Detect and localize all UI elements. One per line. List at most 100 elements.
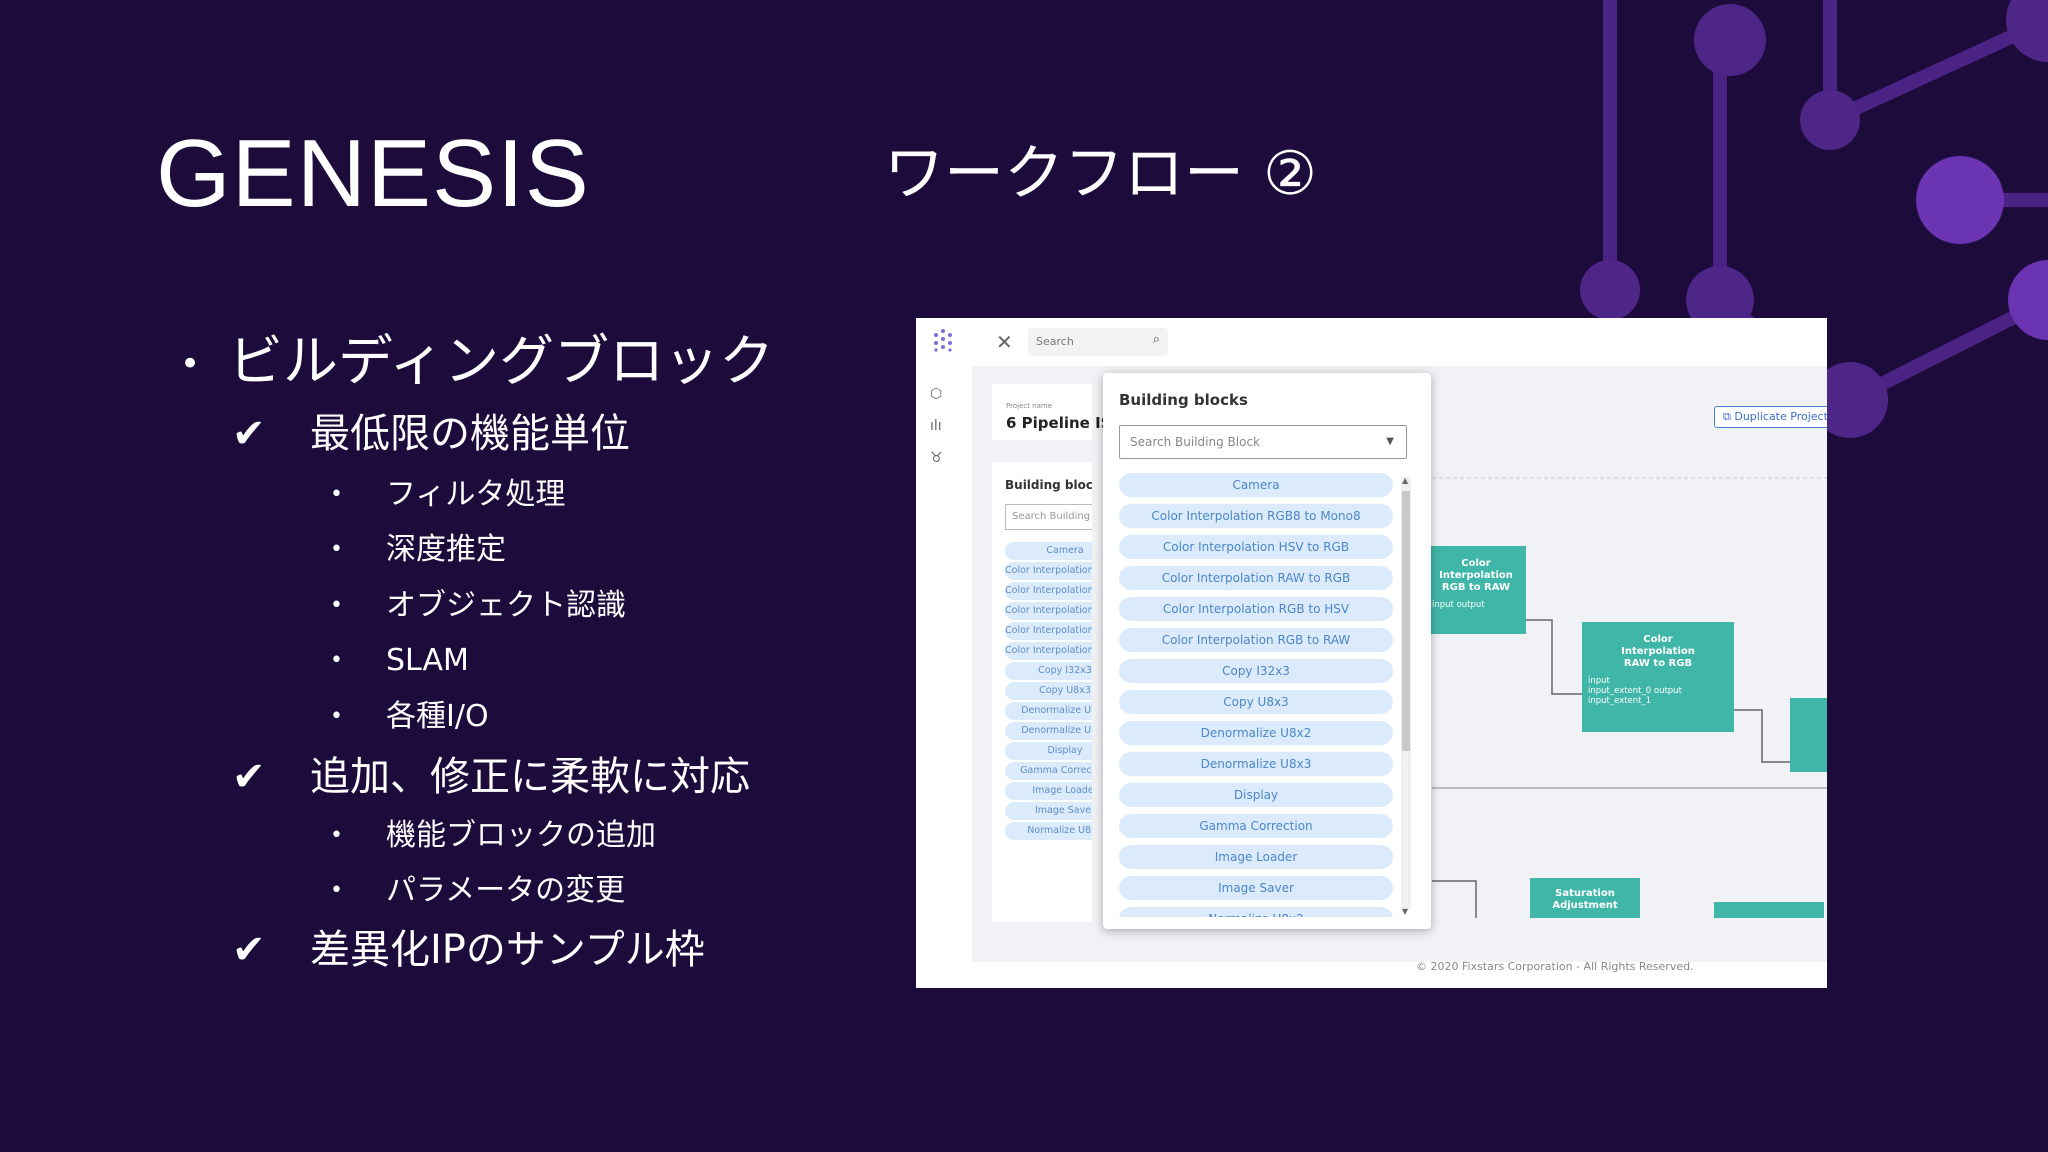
pipeline-connections [1432,477,1827,918]
block-item[interactable]: Color Interpolation HSV to RGB [1119,535,1393,559]
panel-search-input[interactable]: Search Building Block [1005,504,1092,530]
bullet-dot-icon: • [180,344,201,385]
block-item[interactable]: Image Loader [1119,845,1393,869]
app-footer: © 2020 Fixstars Corporation - All Rights… [1416,960,1694,973]
duplicate-project-button[interactable]: ⧉ Duplicate Project [1714,406,1827,428]
block-item[interactable]: Color Interpolation RGB to RAW [1119,628,1393,652]
search-input[interactable]: Search ⌕ [1028,328,1168,356]
block-item[interactable]: Denormalize U8x3 [1119,752,1393,776]
node-port: input [1588,676,1610,686]
building-blocks-popup: Building blocks Search Building Block ▼ … [1103,373,1431,929]
node-title: Color Interpolation RGB to RAW [1439,558,1513,593]
app-screenshot: ✕ Search ⌕ ⬡ ılı ♉ Project name 6 Pipeli… [916,318,1827,988]
node-ports: input output [1432,600,1485,610]
sub-item-text: パラメータの変更 [386,873,626,908]
node-port: input_extent_1 [1588,696,1652,707]
sub-item-text: 機能ブロックの追加 [386,818,656,853]
popup-block-list: Camera Color Interpolation RGB8 to Mono8… [1119,473,1395,917]
block-item[interactable]: Image Loader [1005,782,1092,800]
app-topbar: ✕ Search ⌕ [916,318,1827,366]
block-item[interactable]: Color Interpolation RGB8 to Mono8 [1119,504,1393,528]
node-saturation[interactable]: Saturation Adjustment [1530,878,1640,918]
block-item[interactable]: Image Saver [1119,876,1393,900]
slide-title: GENESIS [156,120,590,227]
dropdown-caret-icon[interactable]: ▼ [1386,436,1394,447]
block-item[interactable]: Normalize U8x2 [1119,907,1393,917]
block-item[interactable]: Copy U8x3 [1005,682,1092,700]
block-item[interactable]: Gamma Correction [1119,814,1393,838]
sub-item-text: 各種I/O [386,699,489,734]
checkmark-icon: ✔ [232,411,266,457]
block-item[interactable]: Denormalize U8x2 [1119,721,1393,745]
bullet-main-text: ビルディングブロック [228,329,775,393]
block-item[interactable]: Image Saver [1005,802,1092,820]
sub-item: • オブジェクト認識 [330,588,626,624]
cube-icon[interactable]: ⬡ [930,386,943,402]
bullet-dot-icon: • [330,823,343,849]
search-icon: ⌕ [1152,332,1160,347]
node-title: Color Interpolation RAW to RGB [1621,634,1695,669]
block-item[interactable]: Color Interpolation RGB to HSV [1005,622,1092,640]
bullet-dot-icon: • [330,648,343,674]
node-port: input_extent_0 output [1588,686,1682,697]
check-item-3: ✔差異化IPのサンプル枠 [232,926,705,974]
block-item[interactable]: Denormalize U8x2 [1005,702,1092,720]
chart-icon[interactable]: ılı [930,418,942,434]
cat-icon[interactable]: ♉ [930,450,943,466]
node-partial[interactable] [1790,698,1827,772]
sub-item: • 深度推定 [330,532,506,568]
block-item[interactable]: Gamma Correction [1005,762,1092,780]
sub-item-text: オブジェクト認識 [386,588,626,623]
close-icon[interactable]: ✕ [996,330,1013,354]
sub-item-text: フィルタ処理 [386,477,566,512]
sub-item-text: 深度推定 [386,532,506,567]
sub-item: • 各種I/O [330,699,489,735]
block-item[interactable]: Copy U8x3 [1119,690,1393,714]
checkmark-icon: ✔ [232,754,266,800]
search-placeholder: Search [1036,335,1074,348]
project-card [992,384,1092,440]
block-item[interactable]: Copy I32x3 [1005,662,1092,680]
scroll-up-icon[interactable]: ▲ [1402,476,1409,485]
popup-search-input[interactable]: Search Building Block ▼ [1119,425,1407,459]
scroll-down-icon[interactable]: ▼ [1402,907,1409,916]
popup-scrollbar-thumb[interactable] [1402,491,1410,751]
node-raw-to-rgb[interactable]: Color Interpolation RAW to RGB input inp… [1582,622,1734,732]
node-title: Saturation Adjustment [1552,888,1618,911]
block-item[interactable]: Color Interpolation RGB8 to Mono8 [1005,562,1092,580]
sub-item: • 機能ブロックの追加 [330,818,656,854]
bullet-list: • ビルディングブロック ✔ 最低限の機能単位 • フィルタ処理 • 深度推定 • オブジ… [0,0,860,1152]
node-rgb-to-raw[interactable]: Color Interpolation RGB to RAW input out… [1426,546,1526,634]
bullet-dot-icon: • [330,704,343,730]
block-item[interactable]: Normalize U8x2 [1005,822,1092,840]
block-item[interactable]: Display [1119,783,1393,807]
check-item-1-text: 最低限の機能単位 [310,411,630,457]
building-blocks-panel: Building blocks Search Building Block Ca… [992,462,1092,922]
block-item[interactable]: Color Interpolation RAW to RGB [1119,566,1393,590]
app-logo-icon [934,329,952,352]
project-name: 6 Pipeline ISP [1006,414,1123,432]
bullet-dot-icon: • [330,537,343,563]
block-item[interactable]: Camera [1005,542,1092,560]
bullet-dot-icon: • [330,482,343,508]
check-item-2-text: 追加、修正に柔軟に対応 [310,754,750,800]
popup-title: Building blocks [1119,391,1248,409]
bullet-dot-icon: • [330,593,343,619]
block-item[interactable]: Color Interpolation RAW to RGB [1005,602,1092,620]
project-label: Project name [1006,402,1053,410]
network-decoration [1580,0,2048,438]
node-partial-bottom[interactable] [1714,902,1824,918]
block-item[interactable]: Color Interpolation RGB to RAW [1005,642,1092,660]
sub-item-text: SLAM [386,643,469,678]
block-item[interactable]: Color Interpolation RGB to HSV [1119,597,1393,621]
check-item-2: ✔ 追加、修正に柔軟に対応 [232,753,750,801]
sub-item: • SLAM [330,643,469,679]
block-item[interactable]: Color Interpolation HSV to RGB [1005,582,1092,600]
sub-item: • フィルタ処理 [330,477,565,513]
block-item[interactable]: Display [1005,742,1092,760]
block-item[interactable]: Denormalize U8x3 [1005,722,1092,740]
panel-title: Building blocks [1005,478,1092,492]
block-item[interactable]: Copy I32x3 [1119,659,1393,683]
checkmark-icon: ✔ [232,927,266,973]
block-item-camera[interactable]: Camera [1119,473,1393,497]
